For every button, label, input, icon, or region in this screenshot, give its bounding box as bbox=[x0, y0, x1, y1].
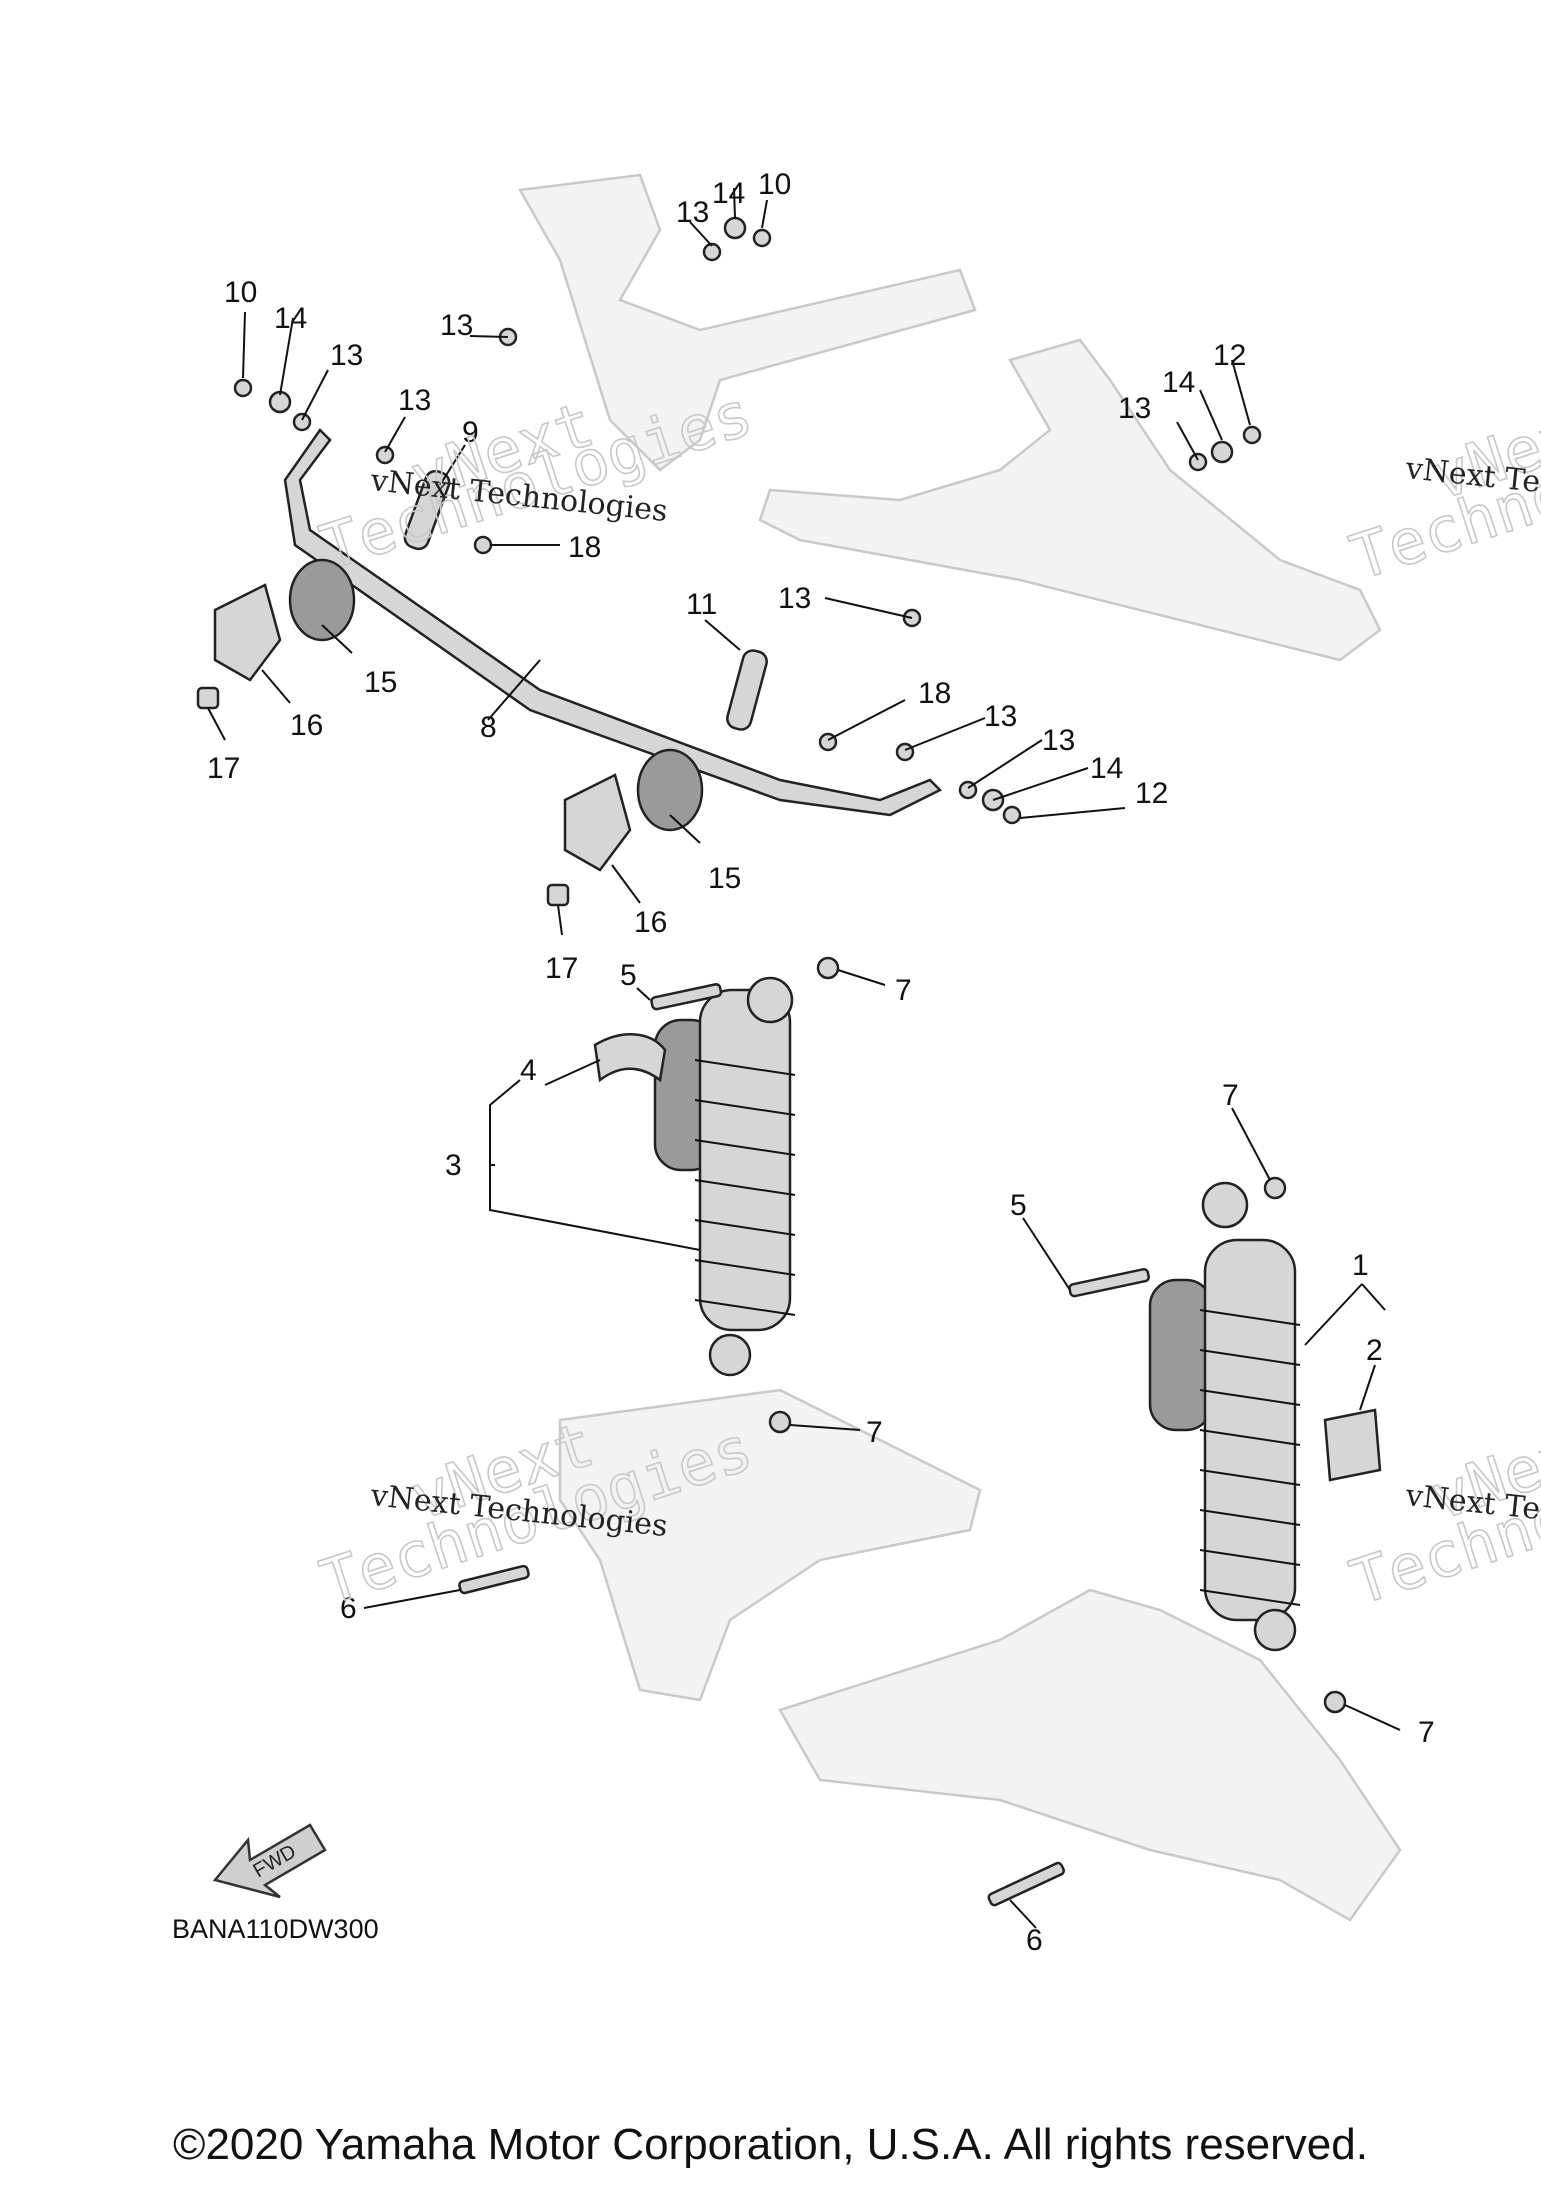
callout-14: 14 bbox=[1090, 752, 1123, 785]
bolt-17-right bbox=[546, 883, 570, 907]
callout-3: 3 bbox=[445, 1149, 462, 1182]
bolt-6-left bbox=[458, 1564, 530, 1595]
spring-coils-left bbox=[694, 1059, 796, 1316]
callout-4: 4 bbox=[520, 1054, 537, 1087]
shock-absorber-right bbox=[1148, 1181, 1301, 1652]
callout-10: 10 bbox=[758, 168, 791, 201]
callout-6: 6 bbox=[340, 1592, 357, 1625]
callout-13: 13 bbox=[330, 339, 363, 372]
callout-13: 13 bbox=[440, 309, 473, 342]
callout-15: 15 bbox=[364, 666, 397, 699]
callout-7: 7 bbox=[1418, 1716, 1435, 1749]
copyright-notice: ©2020 Yamaha Motor Corporation, U.S.A. A… bbox=[173, 2120, 1368, 2169]
callout-8: 8 bbox=[480, 711, 497, 744]
callout-7: 7 bbox=[866, 1416, 883, 1449]
callout-6: 6 bbox=[1026, 1924, 1043, 1957]
shock-cover-4 bbox=[593, 1033, 667, 1083]
nut-7 bbox=[768, 956, 1347, 1714]
shock-cover-2 bbox=[1323, 1408, 1382, 1482]
bolt-5-right bbox=[1068, 1267, 1151, 1298]
callout-14: 14 bbox=[1162, 366, 1195, 399]
callout-13: 13 bbox=[778, 582, 811, 615]
ghost-lower-frame bbox=[558, 1388, 1402, 1922]
callout-14: 14 bbox=[274, 302, 307, 335]
callout-13: 13 bbox=[1042, 724, 1075, 757]
callout-13: 13 bbox=[398, 384, 431, 417]
leader-lines bbox=[207, 187, 1401, 1929]
callout-5: 5 bbox=[620, 959, 637, 992]
stabilizer-link-9 bbox=[403, 469, 451, 551]
callout-13: 13 bbox=[676, 196, 709, 229]
callout-7: 7 bbox=[1222, 1079, 1239, 1112]
fwd-arrow-icon: FWD bbox=[212, 1823, 327, 1899]
callout-7: 7 bbox=[895, 974, 912, 1007]
bolt-17-left bbox=[196, 686, 220, 710]
bushing-bracket-right bbox=[563, 748, 704, 872]
callout-18: 18 bbox=[568, 531, 601, 564]
stabilizer-link-11 bbox=[726, 649, 768, 731]
bolt-5-left bbox=[650, 983, 723, 1011]
callout-2: 2 bbox=[1366, 1334, 1383, 1367]
callout-13: 13 bbox=[1118, 392, 1151, 425]
callout-9: 9 bbox=[462, 416, 479, 449]
callout-1: 1 bbox=[1352, 1249, 1369, 1282]
callout-13: 13 bbox=[984, 700, 1017, 733]
ghost-upper-frame bbox=[517, 173, 1382, 662]
bolt-6-right bbox=[987, 1861, 1065, 1907]
callout-17: 17 bbox=[207, 752, 240, 785]
callout-17: 17 bbox=[545, 952, 578, 985]
callout-5: 5 bbox=[1010, 1189, 1027, 1222]
callout-14: 14 bbox=[712, 177, 745, 210]
callout-numbers: 1 2 3 4 5 5 6 6 7 7 7 7 8 9 10 10 11 12 … bbox=[207, 168, 1435, 1957]
callout-11: 11 bbox=[686, 588, 717, 621]
callout-12: 12 bbox=[1135, 777, 1168, 810]
shock-absorber-left bbox=[653, 976, 796, 1377]
callout-18: 18 bbox=[918, 677, 951, 710]
bushing-bracket-left bbox=[213, 558, 356, 682]
callout-16: 16 bbox=[634, 906, 667, 939]
diagram-code: BANA110DW300 bbox=[172, 1914, 379, 1944]
stabilizer-bar bbox=[283, 428, 943, 817]
callout-16: 16 bbox=[290, 709, 323, 742]
callout-12: 12 bbox=[1213, 339, 1246, 372]
spring-coils-right bbox=[1199, 1309, 1301, 1606]
callout-15: 15 bbox=[708, 862, 741, 895]
callout-10: 10 bbox=[224, 276, 257, 309]
